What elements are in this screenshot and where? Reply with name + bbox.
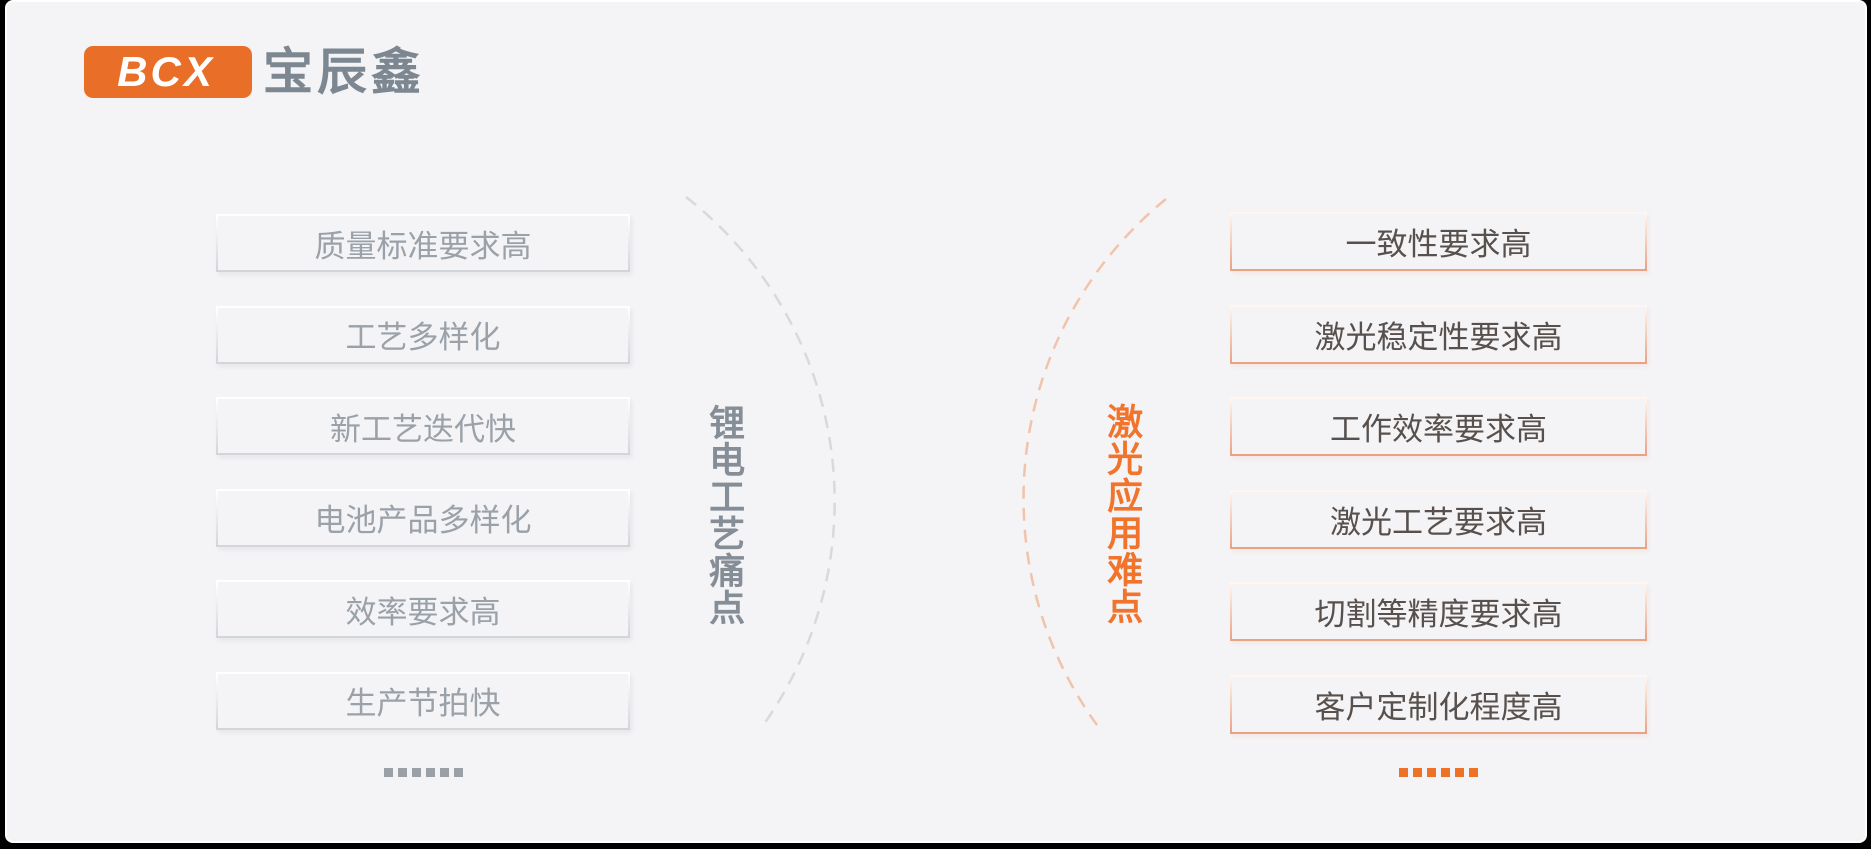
ellipsis-dot: [439, 768, 449, 777]
brand-logo: BCX 宝辰鑫: [84, 46, 425, 98]
list-item: 激光稳定性要求高: [1230, 304, 1647, 364]
left-column-title: 锂电工艺痛点: [704, 404, 746, 626]
slide-canvas: BCX 宝辰鑫 质量标准要求高 工艺多样化 新工艺迭代快 电池产品多样化 效率要…: [5, 0, 1867, 843]
list-item: 质量标准要求高: [216, 214, 630, 272]
list-item: 生产节拍快: [216, 671, 630, 730]
right-column-title: 激光应用难点: [1102, 403, 1144, 625]
ellipsis-dot: [1427, 768, 1436, 777]
list-item: 电池产品多样化: [216, 488, 630, 547]
lithium-pain-points-list: 质量标准要求高 工艺多样化 新工艺迭代快 电池产品多样化 效率要求高 生产节拍快: [216, 214, 630, 730]
list-item: 效率要求高: [216, 580, 630, 638]
list-item: 激光工艺要求高: [1230, 489, 1647, 549]
bcx-logo-icon: BCX: [84, 46, 252, 98]
ellipsis-dot: [411, 768, 421, 777]
ellipsis-dot: [1455, 768, 1464, 777]
ellipsis-dot: [1413, 768, 1422, 777]
list-item: 新工艺迭代快: [216, 397, 630, 455]
ellipsis-dot: [453, 768, 463, 777]
list-item: 切割等精度要求高: [1230, 582, 1647, 641]
ellipsis-dot: [383, 768, 393, 777]
list-item: 一致性要求高: [1230, 212, 1647, 271]
right-ellipsis: [1230, 768, 1647, 777]
ellipsis-dot: [1441, 768, 1450, 777]
ellipsis-dot: [397, 768, 407, 777]
ellipsis-dot: [425, 768, 435, 777]
logo-text: BCX: [117, 48, 215, 95]
list-item: 工艺多样化: [216, 305, 630, 364]
ellipsis-dot: [1399, 768, 1408, 777]
list-item: 客户定制化程度高: [1230, 674, 1647, 734]
left-arc: [685, 196, 836, 725]
ellipsis-dot: [1469, 768, 1478, 777]
logo-company-name: 宝辰鑫: [263, 44, 425, 100]
list-item: 工作效率要求高: [1230, 397, 1647, 456]
left-ellipsis: [216, 768, 630, 777]
laser-difficulties-list: 一致性要求高 激光稳定性要求高 工作效率要求高 激光工艺要求高 切割等精度要求高…: [1230, 212, 1647, 734]
right-arc: [1022, 198, 1167, 726]
dashed-arcs-decoration: [685, 196, 1167, 726]
